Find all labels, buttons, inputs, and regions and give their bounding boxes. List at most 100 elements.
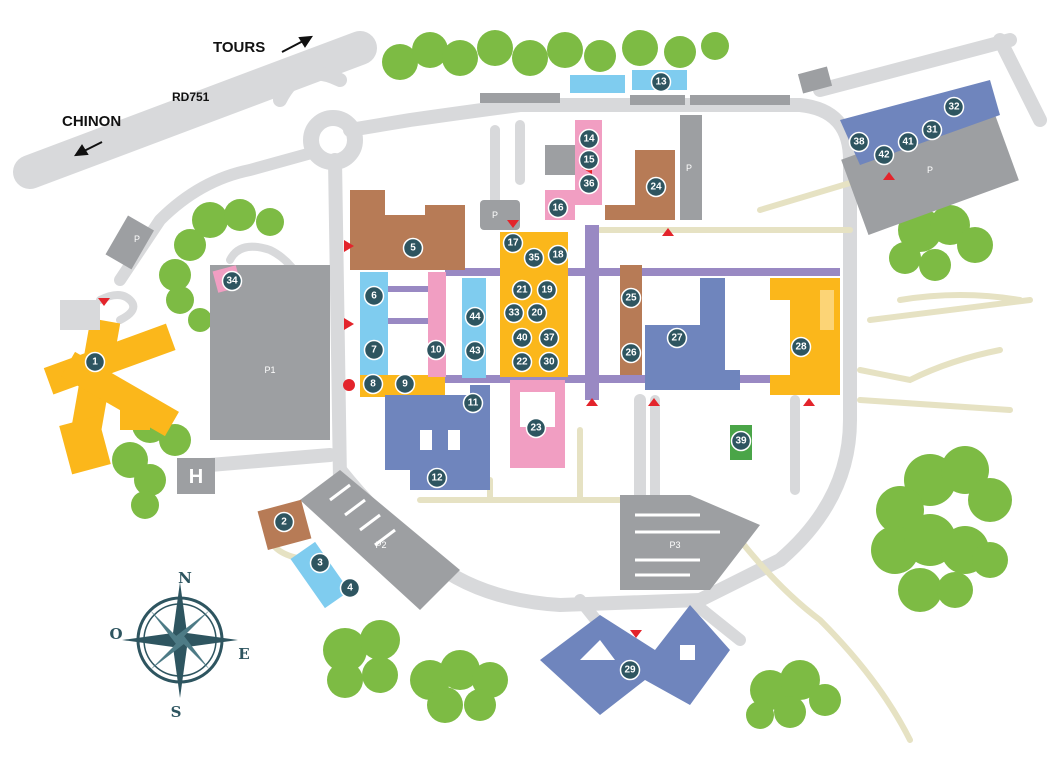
- building-marker-circle: [362, 373, 384, 395]
- building-marker-circle: [620, 342, 642, 364]
- building-marker-circle: [666, 327, 688, 349]
- building-marker-7[interactable]: 7: [363, 339, 385, 361]
- building-marker-circle: [536, 279, 558, 301]
- building-number-label: 2: [281, 517, 287, 528]
- parking-stripes: [329, 483, 720, 577]
- building-marker-8[interactable]: 8: [362, 373, 384, 395]
- building-marker-26[interactable]: 26: [620, 342, 642, 364]
- building-marker-circle: [464, 306, 486, 328]
- building-number-label: 29: [624, 665, 636, 676]
- building-marker-12[interactable]: 12: [426, 467, 448, 489]
- building-marker-circle: [511, 351, 533, 373]
- building-27: [645, 278, 740, 390]
- building-marker-circle: [848, 131, 870, 153]
- building-number-label: 43: [469, 346, 481, 357]
- building-number-label: 40: [516, 333, 528, 344]
- tree-clusters: [112, 30, 1012, 729]
- building-marker-circle: [84, 351, 106, 373]
- buildings: [43, 70, 1000, 715]
- entrance-icon: [648, 398, 660, 406]
- building-marker-9[interactable]: 9: [394, 373, 416, 395]
- building-marker-28[interactable]: 28: [790, 336, 812, 358]
- building-number-label: 31: [926, 125, 938, 136]
- building-number-label: 1: [92, 357, 98, 368]
- building-marker-37[interactable]: 37: [538, 327, 560, 349]
- compass-s-label: S: [171, 703, 182, 721]
- building-marker-1[interactable]: 1: [84, 351, 106, 373]
- building-marker-35[interactable]: 35: [523, 247, 545, 269]
- building-marker-24[interactable]: 24: [645, 176, 667, 198]
- entrance-icon: [586, 398, 598, 406]
- entrance-icon: [344, 318, 354, 330]
- building-marker-13[interactable]: 13: [650, 71, 672, 93]
- building-number-label: 42: [878, 150, 890, 161]
- building-marker-27[interactable]: 27: [666, 327, 688, 349]
- parking-p3: [620, 495, 760, 590]
- building-number-label: 3: [317, 558, 323, 569]
- building-marker-38[interactable]: 38: [848, 131, 870, 153]
- trees-south: [323, 620, 841, 729]
- building-number-label: 41: [902, 137, 914, 148]
- building-marker-21[interactable]: 21: [511, 279, 533, 301]
- building-marker-circle: [402, 237, 424, 259]
- building-marker-40[interactable]: 40: [511, 327, 533, 349]
- building-marker-20[interactable]: 20: [526, 302, 548, 324]
- building-marker-32[interactable]: 32: [943, 96, 965, 118]
- building-marker-18[interactable]: 18: [547, 244, 569, 266]
- parking-label-p2: P2: [375, 540, 386, 550]
- building-marker-44[interactable]: 44: [464, 306, 486, 328]
- building-marker-33[interactable]: 33: [503, 302, 525, 324]
- compass-e-label: E: [238, 645, 249, 663]
- building-marker-42[interactable]: 42: [873, 144, 895, 166]
- building-marker-31[interactable]: 31: [921, 119, 943, 141]
- building-marker-circle: [619, 659, 641, 681]
- building-marker-36[interactable]: 36: [578, 173, 600, 195]
- building-marker-2[interactable]: 2: [273, 511, 295, 533]
- parking-label-p-b: P: [492, 210, 498, 220]
- building-marker-22[interactable]: 22: [511, 351, 533, 373]
- building-marker-4[interactable]: 4: [339, 577, 361, 599]
- building-marker-30[interactable]: 30: [538, 351, 560, 373]
- rd751-label: RD751: [172, 90, 210, 104]
- building-marker-5[interactable]: 5: [402, 237, 424, 259]
- building-marker-17[interactable]: 17: [502, 232, 524, 254]
- building-marker-circle: [578, 173, 600, 195]
- building-marker-25[interactable]: 25: [620, 287, 642, 309]
- building-marker-34[interactable]: 34: [221, 270, 243, 292]
- building-marker-43[interactable]: 43: [464, 340, 486, 362]
- building-marker-3[interactable]: 3: [309, 552, 331, 574]
- building-marker-10[interactable]: 10: [425, 339, 447, 361]
- building-number-label: 4: [347, 583, 353, 594]
- building-marker-circle: [523, 247, 545, 269]
- trees-north: [382, 30, 729, 80]
- helipad: H: [177, 458, 215, 494]
- building-marker-14[interactable]: 14: [578, 128, 600, 150]
- building-marker-15[interactable]: 15: [578, 149, 600, 171]
- building-number-label: 17: [507, 238, 519, 249]
- building-marker-circle: [578, 149, 600, 171]
- building-marker-circle: [790, 336, 812, 358]
- building-marker-circle: [221, 270, 243, 292]
- arrow-tours-icon: [281, 35, 313, 53]
- building-marker-29[interactable]: 29: [619, 659, 641, 681]
- building-marker-circle: [462, 392, 484, 414]
- building-marker-11[interactable]: 11: [462, 392, 484, 414]
- building-marker-6[interactable]: 6: [363, 285, 385, 307]
- building-29: [540, 605, 730, 715]
- building-marker-circle: [363, 339, 385, 361]
- building-10: [428, 272, 446, 377]
- building-marker-19[interactable]: 19: [536, 279, 558, 301]
- building-marker-41[interactable]: 41: [897, 131, 919, 153]
- building-number-label: 24: [650, 182, 662, 193]
- building-marker-39[interactable]: 39: [730, 430, 752, 452]
- building-number-label: 30: [543, 357, 555, 368]
- building-marker-16[interactable]: 16: [547, 197, 569, 219]
- building-marker-23[interactable]: 23: [525, 417, 547, 439]
- parking-labels: P1 P2 P3 P P P P: [134, 163, 933, 550]
- building-marker-circle: [547, 197, 569, 219]
- building-number-label: 6: [371, 291, 377, 302]
- helipad-label: H: [189, 466, 203, 488]
- tours-label: TOURS: [213, 39, 265, 56]
- building-number-label: 35: [528, 253, 540, 264]
- building-number-label: 22: [516, 357, 528, 368]
